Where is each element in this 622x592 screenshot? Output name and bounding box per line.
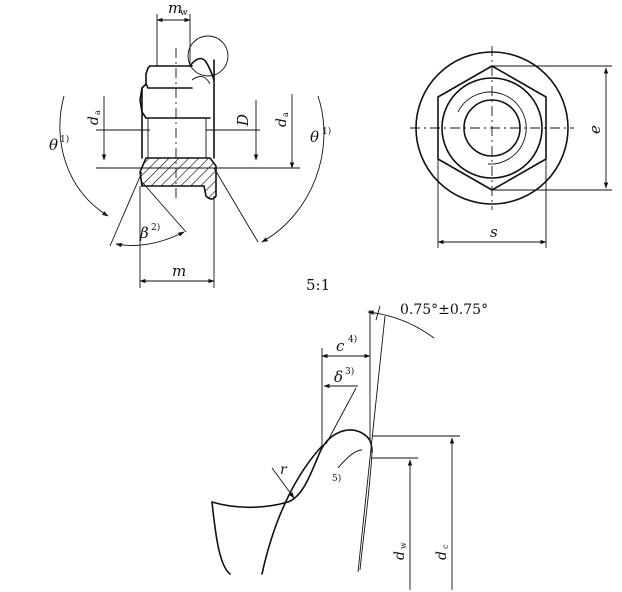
side-view: m w d a D d a θ 1) θ 1) β 2) m [49, 0, 331, 288]
delta-sup: 3) [345, 366, 354, 377]
scale-label: 5:1 [306, 276, 330, 294]
delta-label: δ [334, 368, 343, 386]
e-label: e [586, 125, 604, 134]
thread-curve-2 [191, 76, 211, 85]
delta-leg [325, 387, 357, 445]
hex-side-left [139, 83, 147, 119]
da-left-subscript: a [93, 110, 102, 115]
beta-label: β [139, 224, 149, 242]
theta-left-label: θ [49, 136, 58, 154]
dw-label: d [392, 551, 408, 560]
m-label: m [172, 262, 186, 280]
da-right-subscript: a [281, 112, 290, 117]
r-label: r [280, 462, 288, 478]
D-label: D [234, 114, 252, 127]
mw-subscript: w [180, 8, 188, 18]
r-leader [271, 467, 295, 499]
face-curve [261, 445, 323, 575]
dc-subscript: c [441, 544, 450, 549]
da-right-label: d [274, 118, 290, 127]
top-view: e s [410, 46, 612, 248]
theta-right-leg [213, 167, 259, 243]
detail-view: c 4) δ 3) 0.75°±0.75° r 5) d w d c [211, 302, 488, 590]
angle-tolerance: 0.75°±0.75° [400, 302, 488, 318]
edge-line [359, 451, 373, 571]
angle-leader [375, 305, 381, 321]
beta-arc [115, 231, 185, 248]
radius-hint [337, 449, 363, 469]
beta-sup: 2) [151, 222, 160, 233]
thread-arc [457, 91, 527, 165]
angle-arc [367, 310, 435, 339]
dc-label: d [434, 551, 450, 560]
theta-left-arc [59, 95, 109, 217]
theta-right-label: θ [310, 128, 319, 146]
flange-left-end [211, 501, 231, 575]
theta-right-arc [261, 95, 325, 243]
flange-profile [211, 429, 373, 509]
bearing-circle [441, 77, 543, 179]
thread-top-curve [189, 57, 215, 81]
taper-line [357, 315, 386, 573]
detail-circle [187, 35, 229, 77]
beta-leg [141, 181, 187, 233]
s-label: s [490, 223, 498, 241]
hex-top-chamfer [145, 65, 193, 89]
theta-left-sup: 1) [60, 134, 69, 145]
c-label: c [336, 337, 345, 355]
da-left-label: d [86, 116, 102, 125]
c-sup: 4) [348, 334, 357, 345]
mw-label: m [168, 0, 182, 17]
note-5: 5) [332, 473, 341, 484]
theta-left-leg [109, 171, 143, 247]
dw-subscript: w [399, 542, 408, 549]
theta-right-sup: 1) [322, 126, 331, 137]
